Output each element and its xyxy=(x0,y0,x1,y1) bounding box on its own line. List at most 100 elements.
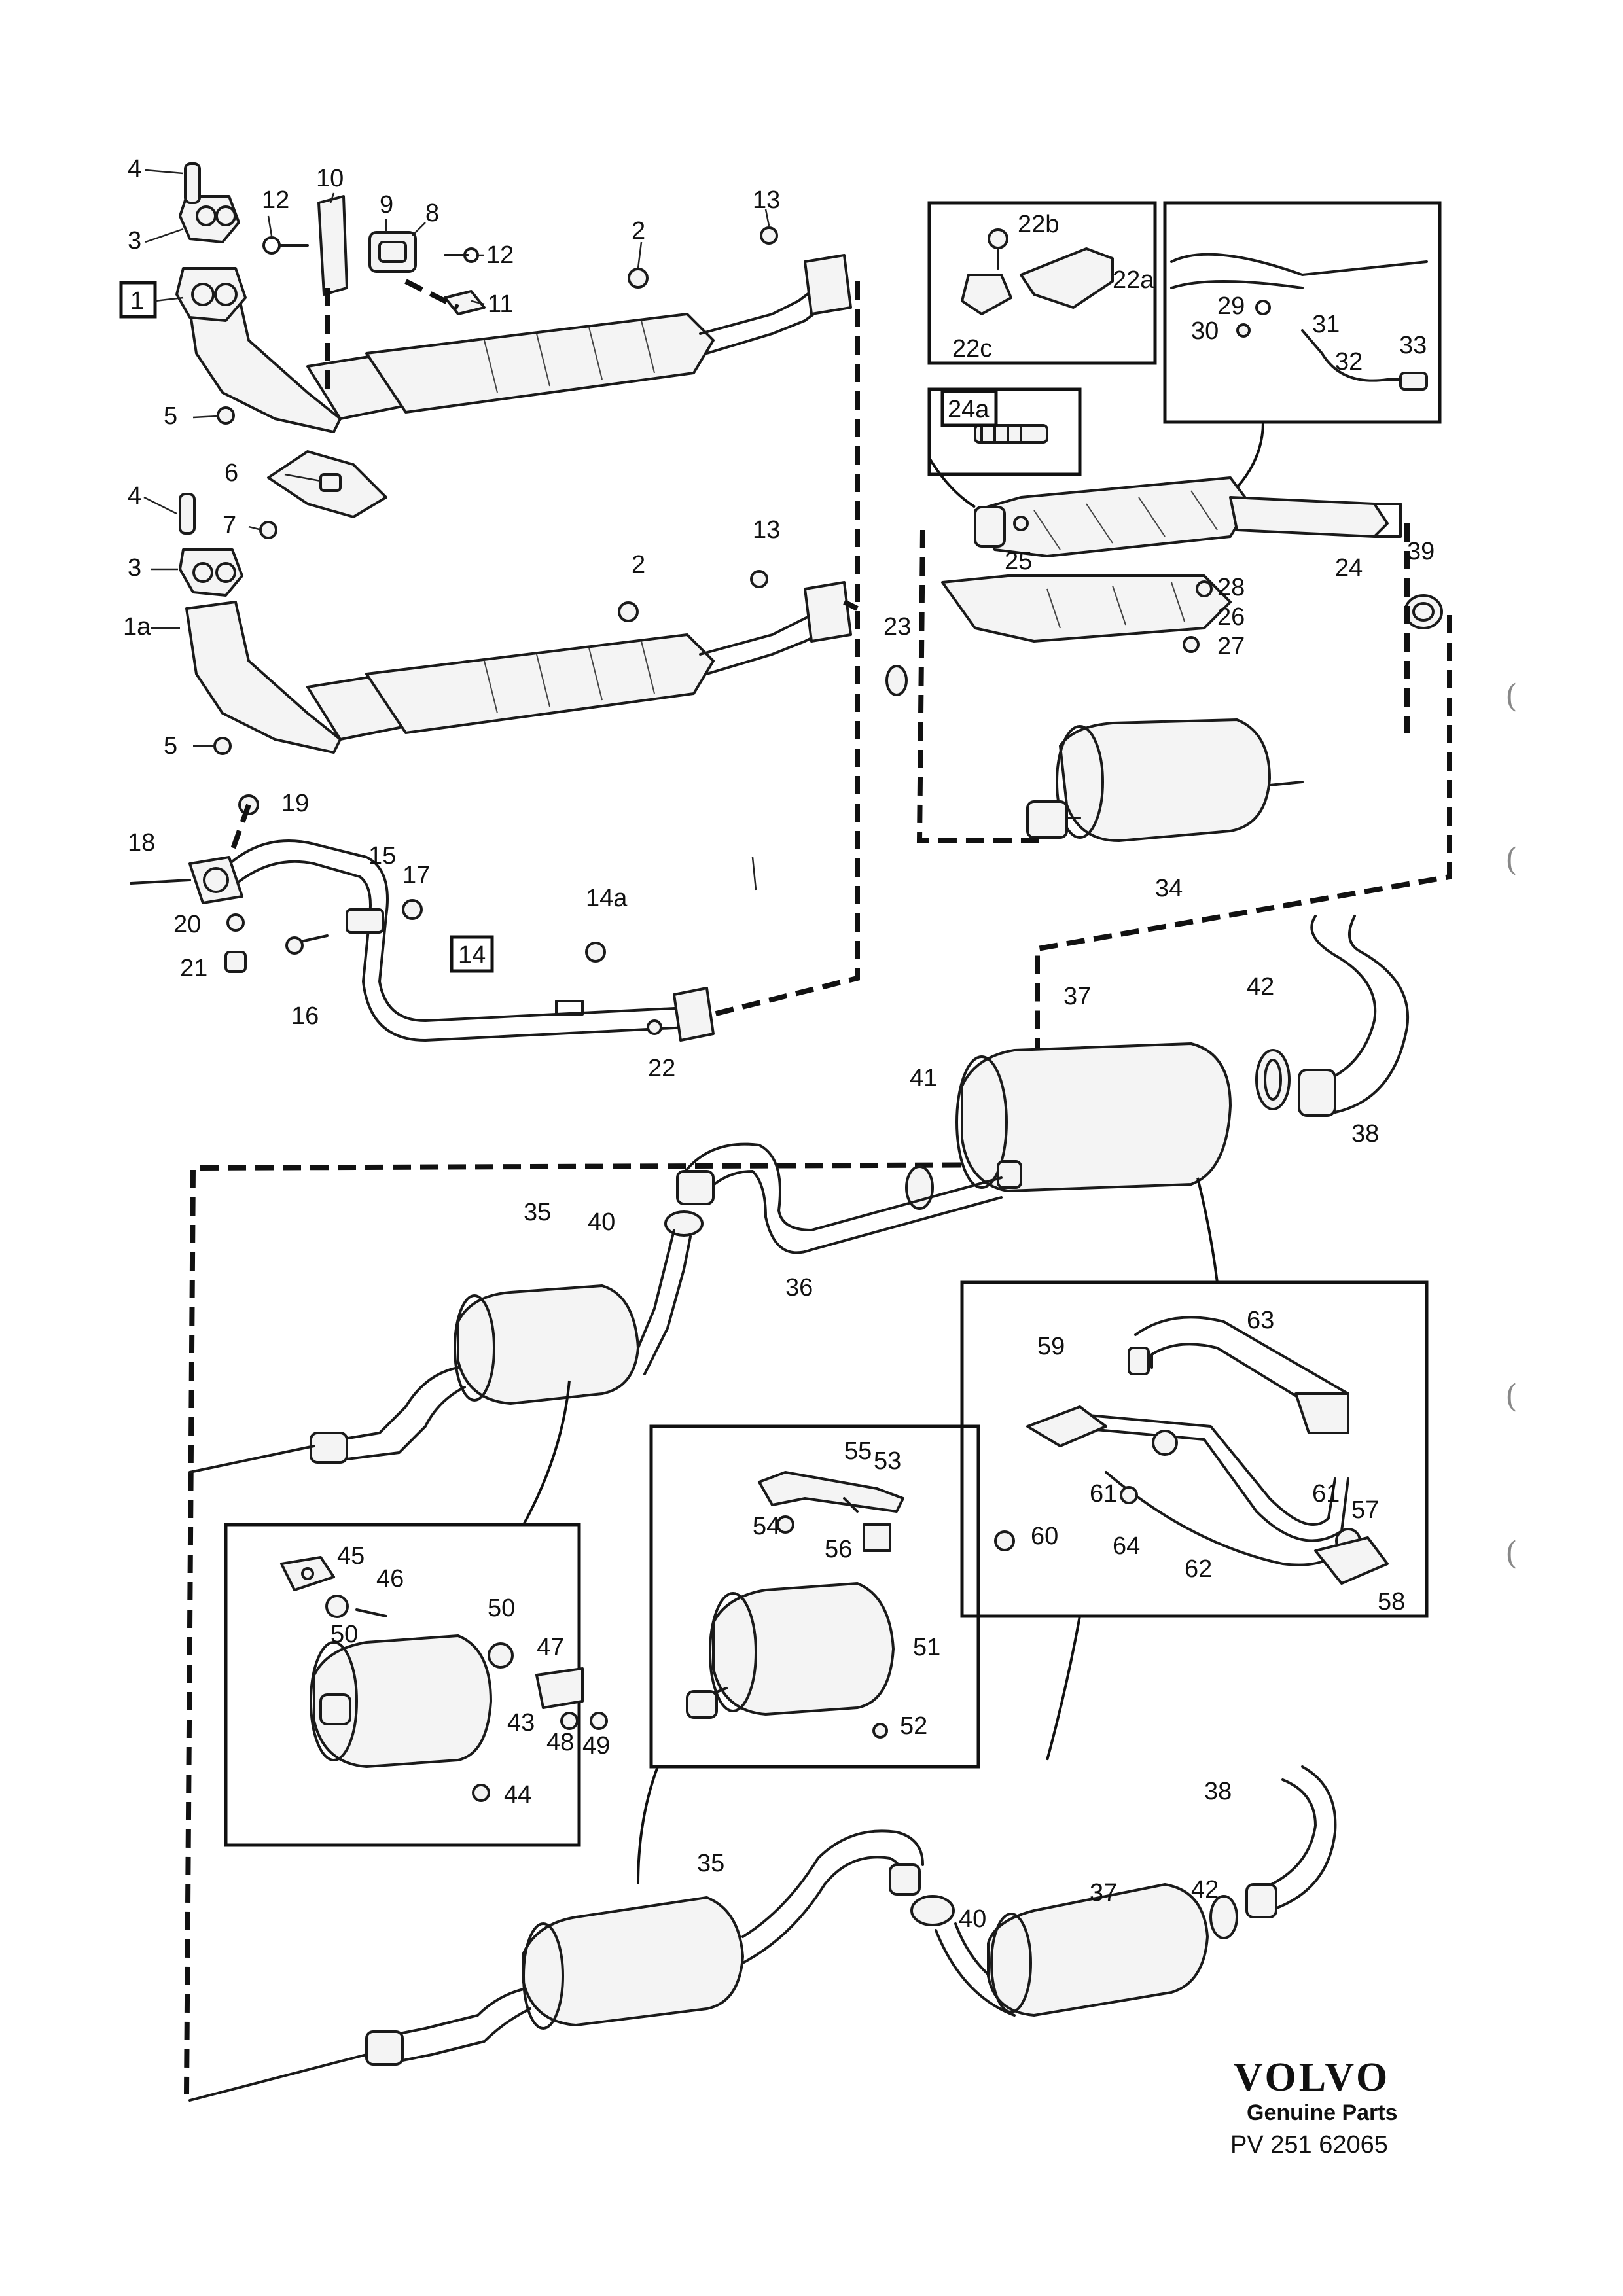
lower-center-muffler-35 xyxy=(365,1829,924,2066)
heat-shield-26 xyxy=(941,574,1232,653)
label-12-right: 12 xyxy=(486,241,514,269)
label-61-right: 61 xyxy=(1312,1480,1340,1508)
label-42-upper: 42 xyxy=(1247,973,1274,1000)
leader-lines xyxy=(143,169,770,891)
label-63: 63 xyxy=(1247,1307,1274,1334)
label-40-upper: 40 xyxy=(588,1209,615,1236)
label-1: 1 xyxy=(130,287,144,315)
part-number-code: PV 251 62065 xyxy=(1230,2131,1388,2159)
inset-box-51-56 xyxy=(649,1424,980,1769)
pipe-stub-lower xyxy=(188,2053,368,2102)
rear-muffler-37 xyxy=(955,1042,1232,1192)
margin-mark-3: ( xyxy=(1505,1378,1518,1415)
label-frame-14 xyxy=(450,935,494,973)
label-33: 33 xyxy=(1399,332,1427,359)
arrow-57-64 xyxy=(1046,1616,1081,1761)
label-12-left: 12 xyxy=(262,186,289,214)
label-53: 53 xyxy=(874,1447,901,1475)
label-55: 55 xyxy=(844,1438,872,1465)
arrow-24a xyxy=(928,457,976,508)
label-15: 15 xyxy=(368,842,396,870)
label-22: 22 xyxy=(648,1055,675,1082)
part-labels: 4 3 1 12 10 9 8 12 11 2 13 5 6 7 4 3 1a … xyxy=(123,155,1435,1933)
label-25: 25 xyxy=(1005,548,1032,575)
label-58: 58 xyxy=(1378,1588,1405,1616)
label-50-right: 50 xyxy=(488,1595,515,1622)
label-5-mid: 5 xyxy=(164,732,177,760)
label-26: 26 xyxy=(1217,603,1245,631)
arrow-35-upper xyxy=(522,1380,571,1525)
label-24: 24 xyxy=(1335,554,1363,582)
label-50-left: 50 xyxy=(330,1621,358,1648)
label-20: 20 xyxy=(173,911,201,938)
inset-box-24a xyxy=(927,387,1082,476)
arrow-33 xyxy=(1236,421,1264,489)
label-18: 18 xyxy=(128,829,155,857)
dashed-route-cat xyxy=(916,529,1047,843)
label-13-mid: 13 xyxy=(753,516,780,544)
bracket-6 xyxy=(259,450,387,539)
gasket-23 xyxy=(885,665,908,696)
label-64: 64 xyxy=(1113,1532,1140,1560)
label-3-mid: 3 xyxy=(128,554,141,582)
inset-box-29-33 xyxy=(1163,201,1442,424)
label-3-top: 3 xyxy=(128,227,141,255)
label-56: 56 xyxy=(825,1536,852,1563)
label-frame-24a xyxy=(940,389,998,427)
label-61-left: 61 xyxy=(1090,1480,1117,1508)
margin-marks: ( ( ( ( xyxy=(1505,678,1518,1572)
label-39: 39 xyxy=(1407,538,1435,565)
label-37-upper: 37 xyxy=(1063,983,1091,1010)
label-10: 10 xyxy=(316,165,344,192)
lower-clamp-40 xyxy=(910,1895,955,1926)
label-52: 52 xyxy=(900,1712,927,1740)
label-4-top: 4 xyxy=(128,155,141,183)
label-57: 57 xyxy=(1351,1496,1379,1524)
center-muffler-35 xyxy=(310,1229,692,1464)
label-48: 48 xyxy=(546,1729,574,1756)
brand-block: VOLVO Genuine Parts PV 251 62065 xyxy=(1230,2055,1398,2159)
dashed-route-mid xyxy=(843,599,859,611)
label-46: 46 xyxy=(376,1565,404,1593)
label-14a: 14a xyxy=(586,885,628,912)
arrow-51-56 xyxy=(637,1766,659,1885)
label-5-top: 5 xyxy=(164,402,177,430)
lower-tail-pipe-38 xyxy=(1245,1765,1337,1918)
label-49: 49 xyxy=(582,1732,610,1759)
brand-logo: VOLVO xyxy=(1234,2055,1390,2100)
manifold-assembly-1a xyxy=(179,493,852,755)
label-47: 47 xyxy=(537,1634,564,1661)
label-7: 7 xyxy=(223,512,236,539)
intermediate-pipe-36 xyxy=(676,1142,1003,1254)
label-34: 34 xyxy=(1155,875,1183,902)
label-40-lower: 40 xyxy=(959,1905,986,1933)
label-29: 29 xyxy=(1217,292,1245,320)
label-32: 32 xyxy=(1335,348,1363,376)
label-59: 59 xyxy=(1037,1333,1065,1360)
margin-mark-1: ( xyxy=(1505,678,1518,715)
label-38-lower: 38 xyxy=(1204,1778,1232,1805)
inset-box-57-64 xyxy=(960,1280,1429,1618)
label-2-mid: 2 xyxy=(632,551,645,578)
dashed-route-top xyxy=(713,281,860,1017)
gasket-39 xyxy=(1404,594,1443,629)
label-22c: 22c xyxy=(952,335,992,362)
label-19: 19 xyxy=(281,790,309,817)
label-41: 41 xyxy=(910,1065,937,1092)
brand-subtitle: Genuine Parts xyxy=(1247,2100,1398,2125)
tail-pipe-38 xyxy=(1298,915,1410,1117)
label-8: 8 xyxy=(425,200,439,227)
label-36: 36 xyxy=(785,1274,813,1301)
label-2-top: 2 xyxy=(632,217,645,245)
clamp-42 xyxy=(1255,1049,1291,1110)
label-11: 11 xyxy=(488,291,513,318)
label-22b: 22b xyxy=(1018,211,1059,238)
label-4-mid: 4 xyxy=(128,482,141,510)
label-30: 30 xyxy=(1191,317,1219,345)
margin-mark-4: ( xyxy=(1505,1535,1518,1572)
label-28: 28 xyxy=(1217,574,1245,601)
label-54: 54 xyxy=(753,1513,780,1540)
front-muffler-34 xyxy=(1026,718,1304,842)
label-31: 31 xyxy=(1312,311,1340,338)
